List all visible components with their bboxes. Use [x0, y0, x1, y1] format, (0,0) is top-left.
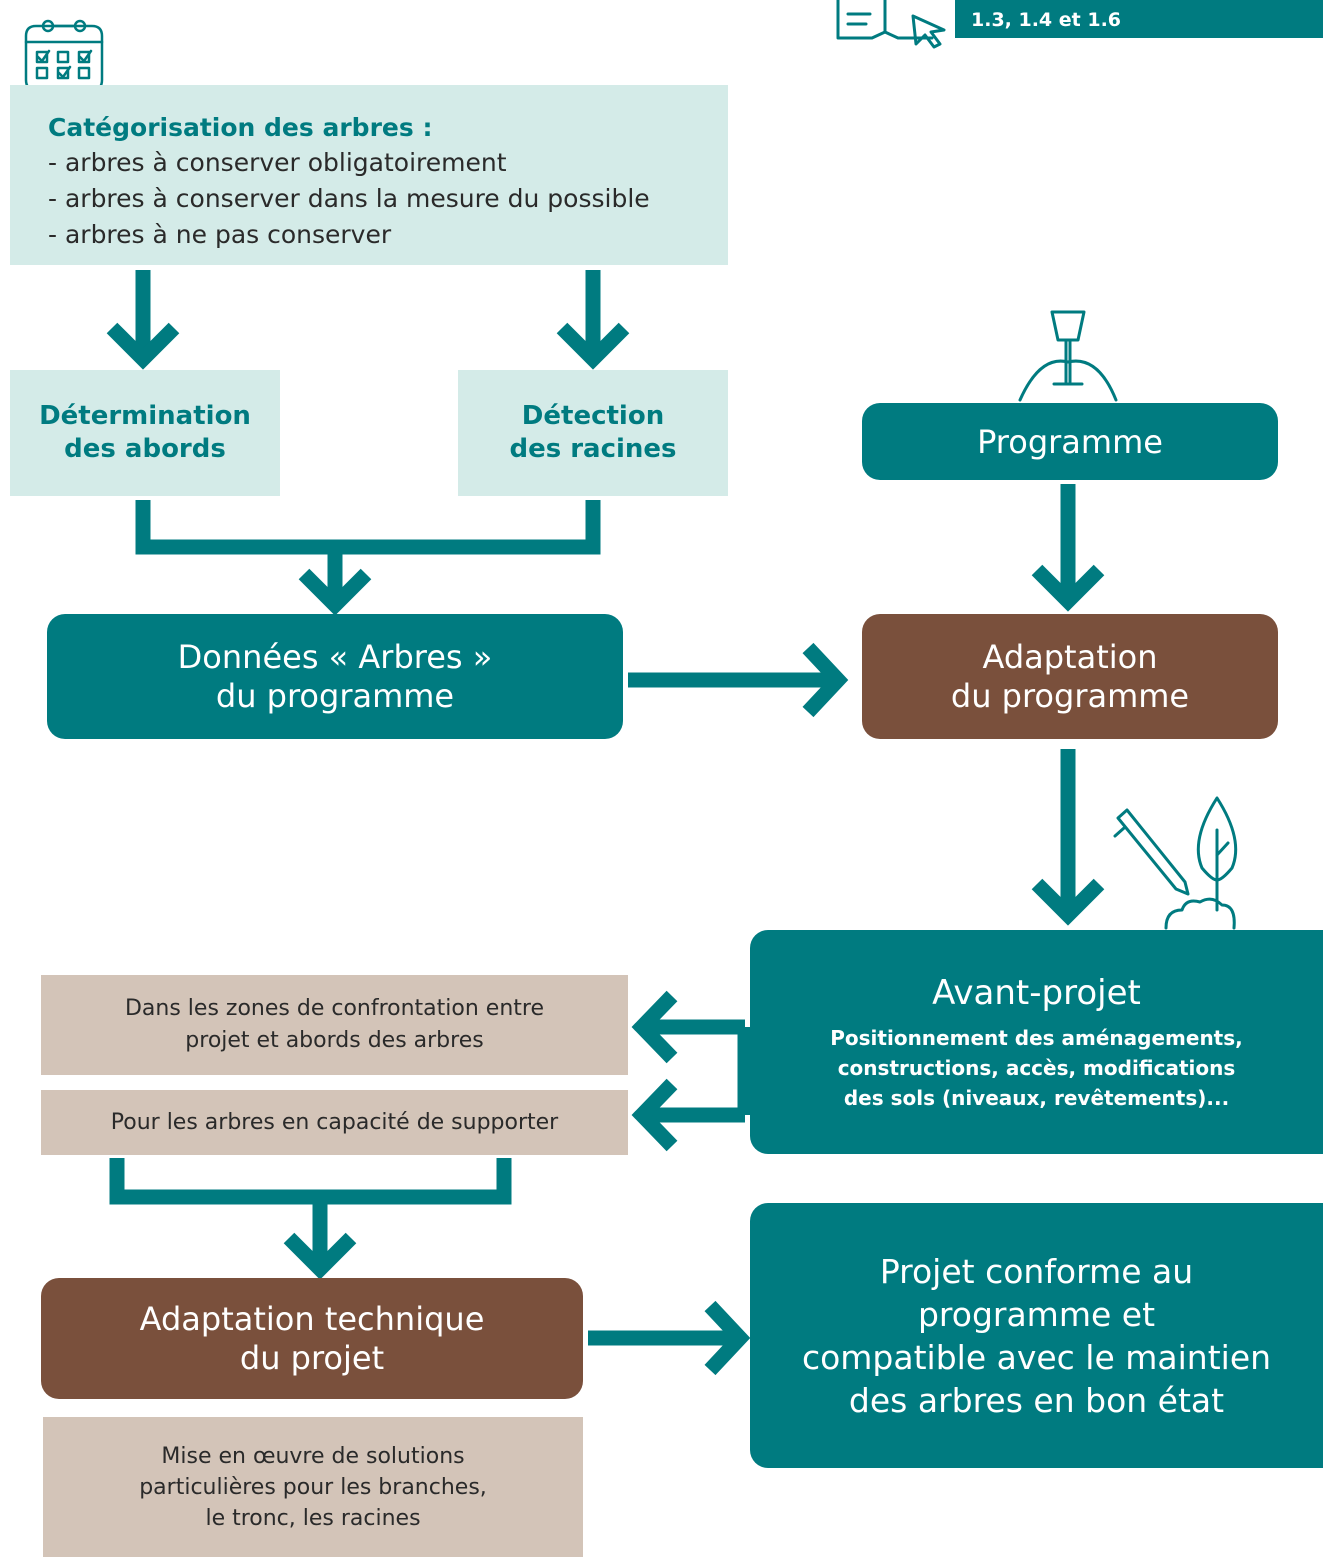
- merge-bracket-bottom: [109, 1158, 512, 1205]
- adaptation-technique-line-1: Adaptation technique: [139, 1299, 485, 1338]
- programme-box: Programme: [862, 403, 1278, 480]
- avant-projet-line: constructions, accès, modifications: [837, 1056, 1236, 1080]
- zones-line-1: Dans les zones de confrontation entre: [124, 996, 544, 1021]
- guide-book-cursor-icon: [836, 0, 946, 49]
- conforme-line: compatible avec le maintien: [801, 1337, 1272, 1377]
- detection-line-1: Détection: [521, 401, 665, 431]
- adaptation-technique-box: Adaptation technique du projet: [41, 1278, 583, 1399]
- determination-abords-box: Détermination des abords: [10, 370, 280, 496]
- adaptation-programme-line-2: du programme: [950, 676, 1190, 715]
- categorisation-title: Catégorisation des arbres :: [48, 113, 433, 142]
- category-item: - arbres à ne pas conserver: [48, 220, 392, 249]
- solutions-line: le tronc, les racines: [205, 1505, 421, 1531]
- arrow-adapt-tech-to-conforme-head: [704, 1300, 751, 1376]
- donnees-line-1: Données « Arbres »: [177, 637, 493, 676]
- arrow-to-determination-head: [106, 322, 180, 370]
- arrow-to-supporter-head: [631, 1078, 678, 1152]
- adaptation-programme-line-1: Adaptation: [982, 637, 1158, 676]
- arrow-adapt-to-avant-head: [1031, 878, 1105, 926]
- determination-line-1: Détermination: [39, 401, 251, 431]
- pen-tree-icon: [1113, 796, 1238, 930]
- bracket-avant-to-conditions: [650, 1019, 753, 1123]
- detection-line-2: des racines: [509, 434, 677, 464]
- avant-projet-line: des sols (niveaux, revêtements)...: [843, 1086, 1230, 1110]
- donnees-arbres-box: Données « Arbres » du programme: [47, 614, 623, 739]
- programme-label: Programme: [977, 422, 1163, 461]
- arrow-donnees-to-adapt-head: [802, 642, 849, 718]
- determination-line-2: des abords: [64, 434, 226, 464]
- arrow-prog-to-adapt-head: [1031, 564, 1105, 612]
- reference-banner: 1.3, 1.4 et 1.6: [955, 0, 1323, 38]
- capacite-supporter-box: Pour les arbres en capacité de supporter: [41, 1090, 628, 1155]
- conforme-line: des arbres en bon état: [848, 1380, 1225, 1420]
- zones-line-2: projet et abords des arbres: [185, 1028, 484, 1053]
- soil-probe-icon: [1018, 310, 1118, 402]
- adaptation-technique-line-2: du projet: [239, 1338, 385, 1377]
- arrow-to-adapt-tech-head: [283, 1232, 357, 1280]
- arrow-to-detection-head: [556, 322, 630, 370]
- solutions-box: Mise en œuvre de solutions particulières…: [43, 1417, 583, 1557]
- solutions-line: particulières pour les branches,: [139, 1474, 487, 1500]
- arrow-to-zones-head: [631, 990, 678, 1064]
- reference-text: 1.3, 1.4 et 1.6: [971, 9, 1122, 31]
- avant-projet-title: Avant-projet: [932, 973, 1141, 1013]
- adaptation-programme-box: Adaptation du programme: [862, 614, 1278, 739]
- avant-projet-line: Positionnement des aménagements,: [830, 1026, 1243, 1050]
- detection-racines-box: Détection des racines: [458, 370, 728, 496]
- calendar-checklist-icon: [24, 19, 104, 92]
- category-item: - arbres à conserver dans la mesure du p…: [48, 184, 650, 213]
- zones-confrontation-box: Dans les zones de confrontation entre pr…: [41, 975, 628, 1075]
- conforme-line: Projet conforme au: [879, 1251, 1194, 1291]
- avant-projet-box: Avant-projet Positionnement des aménagem…: [750, 930, 1323, 1154]
- categorisation-box: Catégorisation des arbres : - arbres à c…: [10, 85, 728, 265]
- conforme-line: programme et: [917, 1294, 1156, 1334]
- solutions-line: Mise en œuvre de solutions: [161, 1443, 465, 1469]
- supporter-label: Pour les arbres en capacité de supporter: [110, 1109, 559, 1135]
- arrow-to-donnees-head: [298, 568, 372, 616]
- merge-bracket-top: [135, 500, 601, 555]
- category-item: - arbres à conserver obligatoirement: [48, 148, 507, 177]
- donnees-line-2: du programme: [215, 676, 455, 715]
- projet-conforme-box: Projet conforme au programme et compatib…: [750, 1203, 1323, 1468]
